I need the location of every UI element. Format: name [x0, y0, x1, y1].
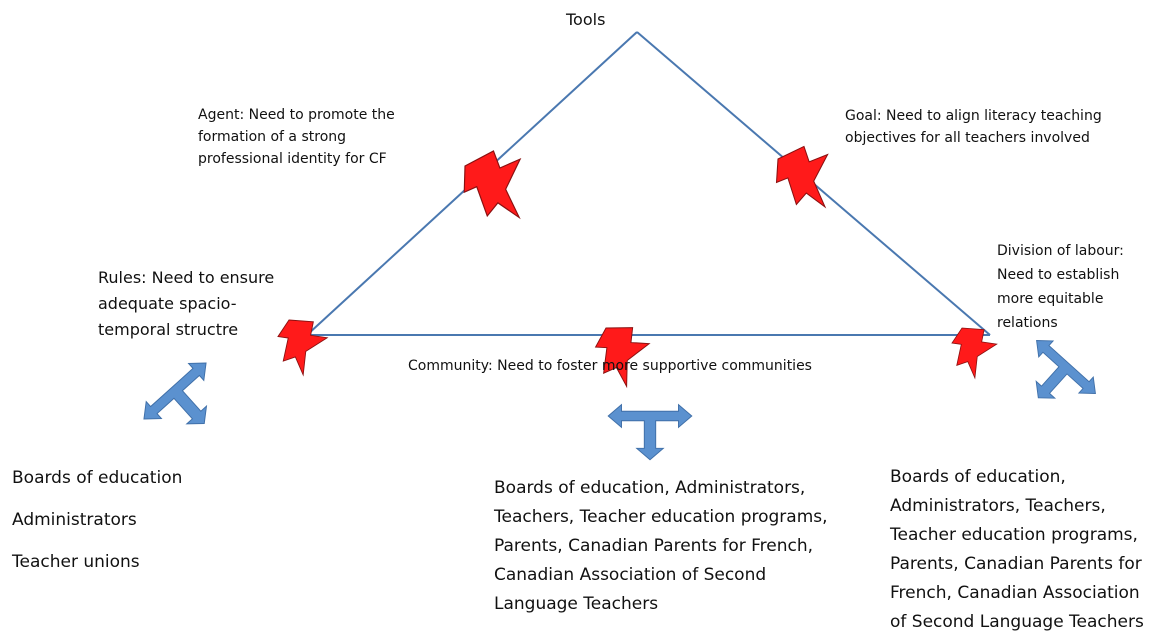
lightning-bolt-icon [457, 146, 529, 222]
tools-label: Tools [566, 10, 606, 29]
list-item: Teacher unions [12, 552, 140, 572]
lightning-bolt-icon [583, 314, 657, 389]
left-actors-list: Boards of education Administrators Teach… [12, 457, 272, 583]
lightning-bolt-icon [940, 317, 1004, 381]
lightning-bolt-icon [770, 141, 836, 211]
list-item: Administrators [12, 510, 137, 530]
center-actors-text: Boards of education, Administrators, Tea… [494, 478, 828, 614]
agent-label: Agent: Need to promote the formation of … [198, 107, 395, 167]
division-of-labour-label: Division of labour: Need to establish mo… [997, 243, 1124, 331]
list-item: Boards of education [12, 468, 183, 488]
rules-label: Rules: Need to ensure adequate spacio-te… [98, 268, 275, 339]
three-way-arrow-icon [135, 354, 236, 452]
right-actors-text: Boards of education, Administrators, Tea… [890, 467, 1144, 632]
goal-label: Goal: Need to align literacy teaching ob… [845, 108, 1102, 146]
community-label: Community: Need to foster more supportiv… [408, 358, 812, 374]
three-way-arrow-icon [1008, 332, 1104, 425]
three-way-arrow-icon [607, 404, 693, 461]
